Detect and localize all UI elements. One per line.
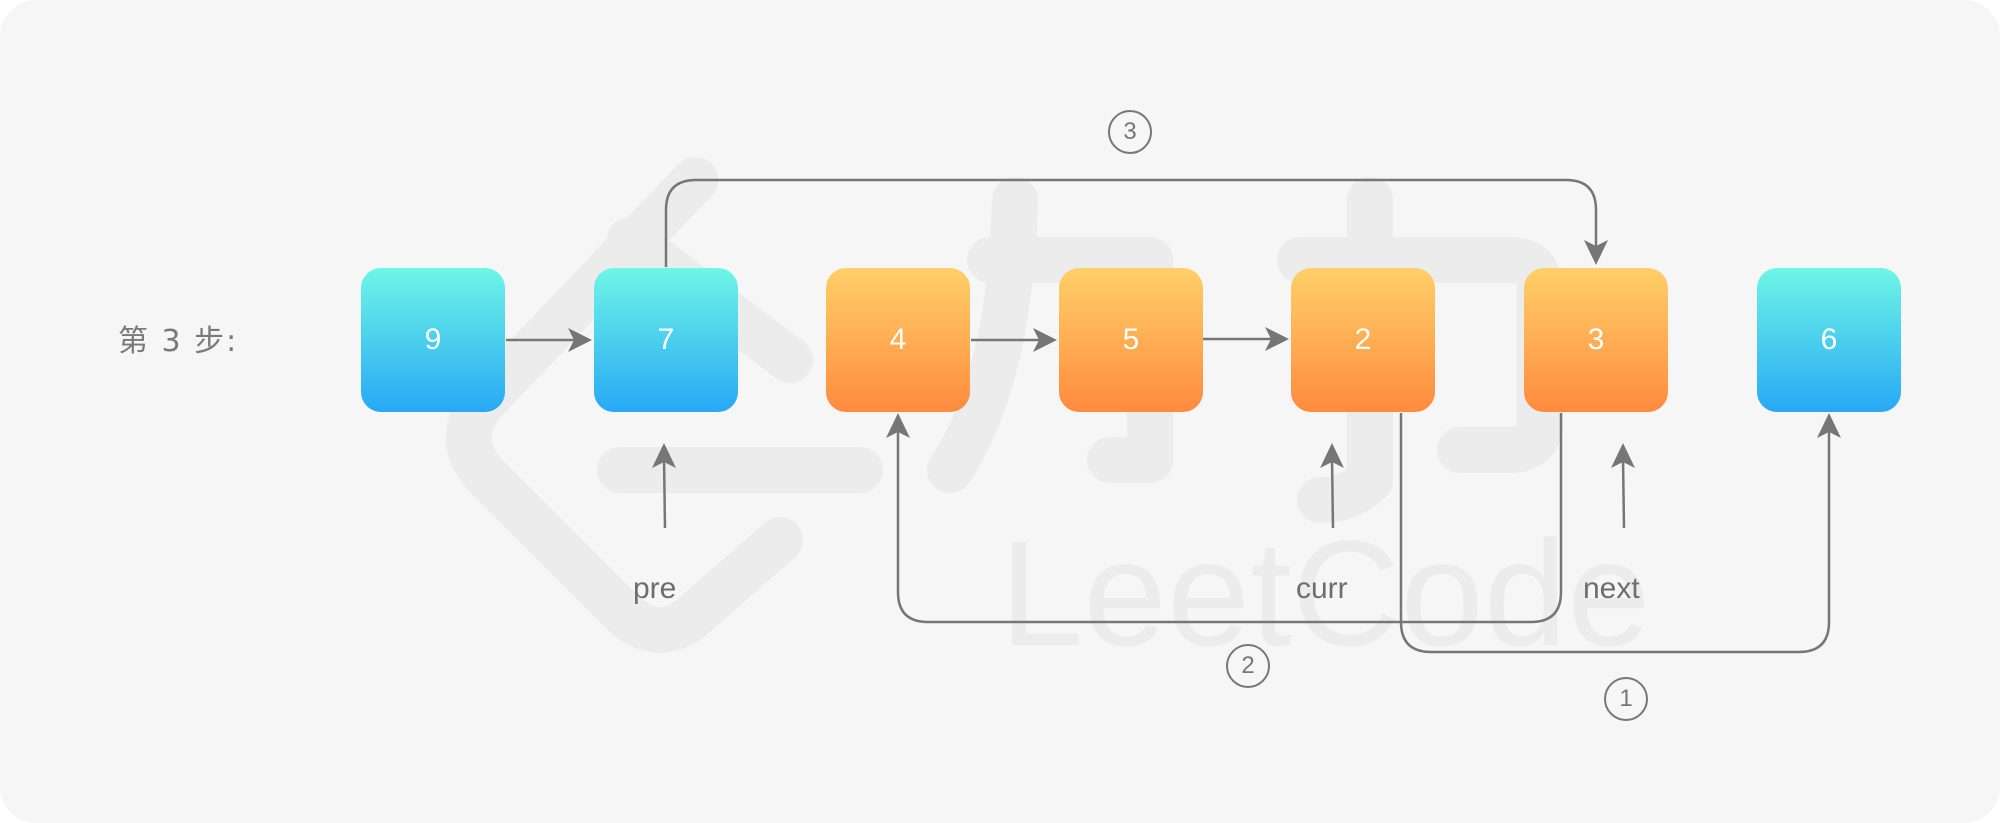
svg-text:LeetCode: LeetCode: [1000, 509, 1651, 677]
list-node-7: 6: [1757, 268, 1901, 412]
arrowhead-5-to-2: [1265, 327, 1289, 351]
arrowhead-step-2: [886, 413, 910, 438]
connector-step-2: [896, 413, 1563, 624]
pointer-arrow-next: [1621, 457, 1626, 529]
step-marker-3: 3: [1108, 110, 1152, 154]
list-node-2: 7: [594, 268, 738, 412]
list-node-1: 9: [361, 268, 505, 412]
list-node-3: 4: [826, 268, 970, 412]
pointer-label-curr: curr: [1296, 572, 1348, 605]
pointer-arrowhead-pre: [652, 443, 676, 468]
list-node-6: 3: [1524, 268, 1668, 412]
arrowhead-9-to-7: [568, 328, 592, 352]
pointer-arrow-pre: [662, 457, 667, 529]
list-node-4: 5: [1059, 268, 1203, 412]
pointer-arrow-curr: [1330, 457, 1335, 529]
connector-step-1: [1399, 413, 1831, 654]
pointer-label-next: next: [1583, 572, 1640, 605]
step-marker-1: 1: [1604, 677, 1648, 721]
step-marker-2: 2: [1226, 644, 1270, 688]
arrowhead-step-1: [1817, 413, 1841, 438]
pointer-arrowhead-next: [1611, 443, 1635, 468]
arrowhead-step-3: [1584, 240, 1608, 265]
connector-step-3: [664, 178, 1598, 267]
list-node-5: 2: [1291, 268, 1435, 412]
arrowhead-4-to-5: [1033, 328, 1057, 352]
pointer-label-pre: pre: [633, 572, 677, 605]
step-label: 第 3 步:: [118, 324, 239, 359]
pointer-arrowhead-curr: [1320, 443, 1344, 468]
